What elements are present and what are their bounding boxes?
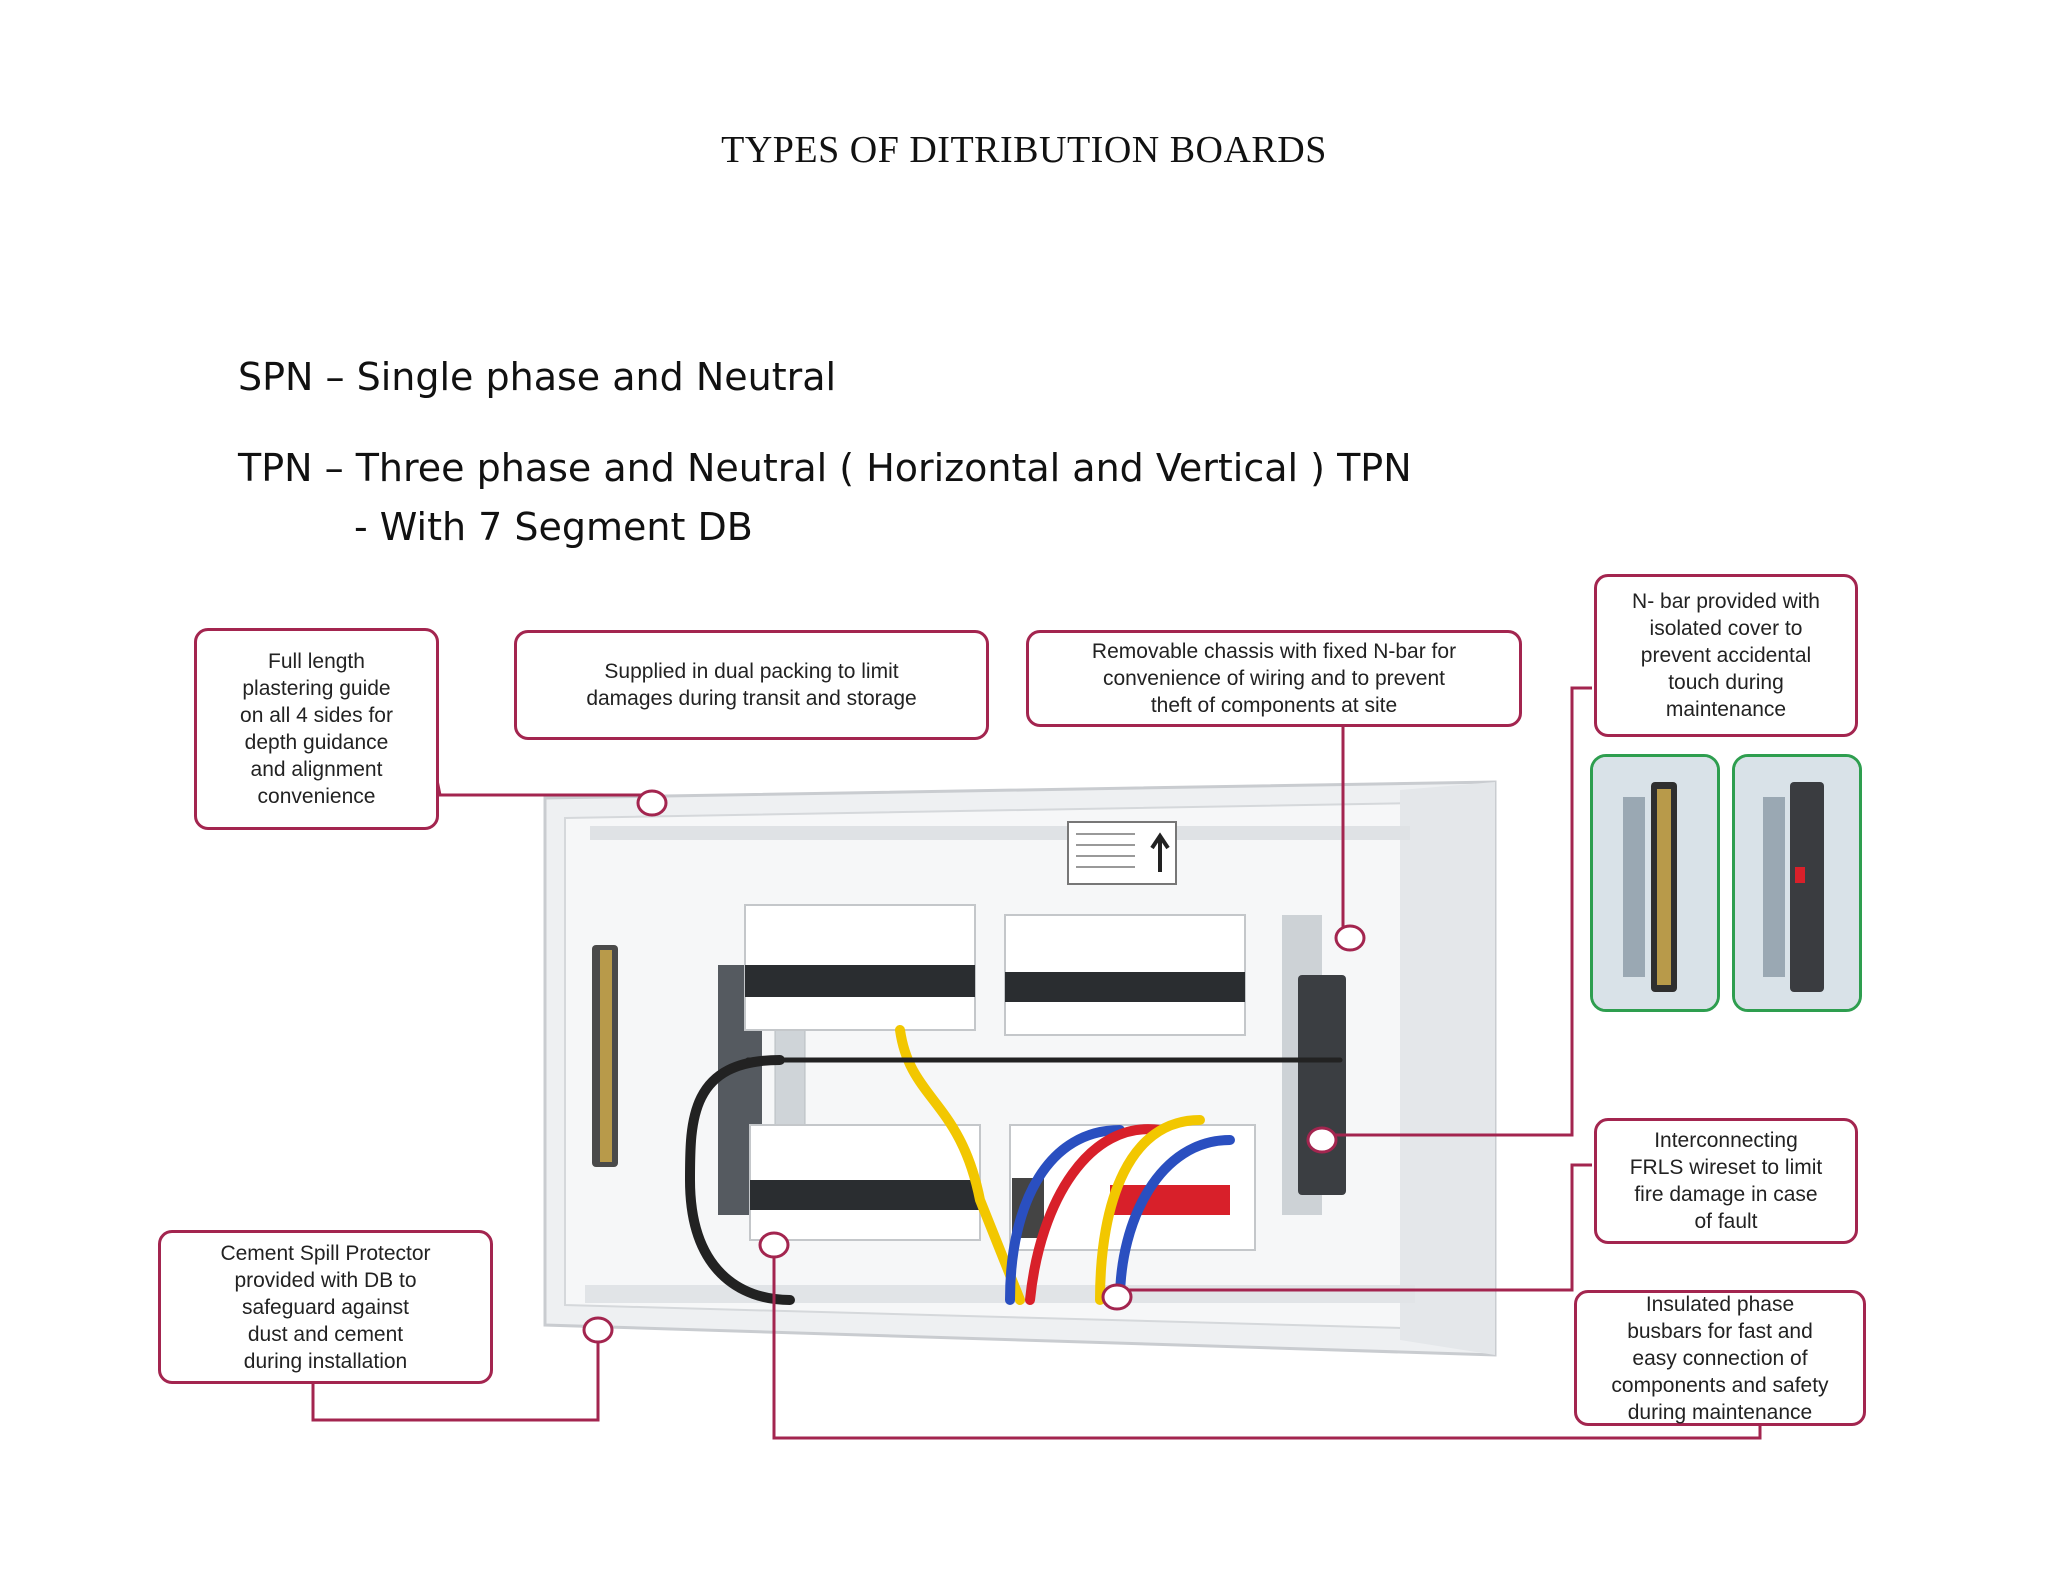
mcb-row-bottom-left [749,1124,981,1241]
callout-insulated-busbars: Insulated phase busbars for fast and eas… [1574,1290,1866,1426]
nbar-closeup-exposed [1590,754,1720,1012]
warning-label [1067,821,1177,885]
tpn-definition-continued: - With 7 Segment DB [354,505,753,549]
mcb-row-top-left [744,904,976,1031]
leader-markers [582,789,1366,1344]
earth-bar [592,945,618,1167]
callout-plastering-guide: Full length plastering guide on all 4 si… [194,628,439,830]
wireset [684,1025,1343,1305]
nbar-covered-image [1735,757,1859,1009]
tpn-definition: TPN – Three phase and Neutral ( Horizont… [238,446,1412,490]
page-title: TYPES OF DITRIBUTION BOARDS [721,129,1327,171]
callout-dual-packing: Supplied in dual packing to limit damage… [514,630,989,740]
db-enclosure [543,780,1497,1357]
callout-removable-chassis: Removable chassis with fixed N-bar for c… [1026,630,1522,727]
spn-definition: SPN – Single phase and Neutral [238,355,837,399]
nbar-closeup-covered [1732,754,1862,1012]
mcb-row-top-right [1004,914,1246,1036]
callout-cement-spill-protector: Cement Spill Protector provided with DB … [158,1230,493,1384]
callout-nbar-cover: N- bar provided with isolated cover to p… [1594,574,1858,737]
nbar-exposed-image [1593,757,1717,1009]
callout-frls-wireset: Interconnecting FRLS wireset to limit fi… [1594,1118,1858,1244]
